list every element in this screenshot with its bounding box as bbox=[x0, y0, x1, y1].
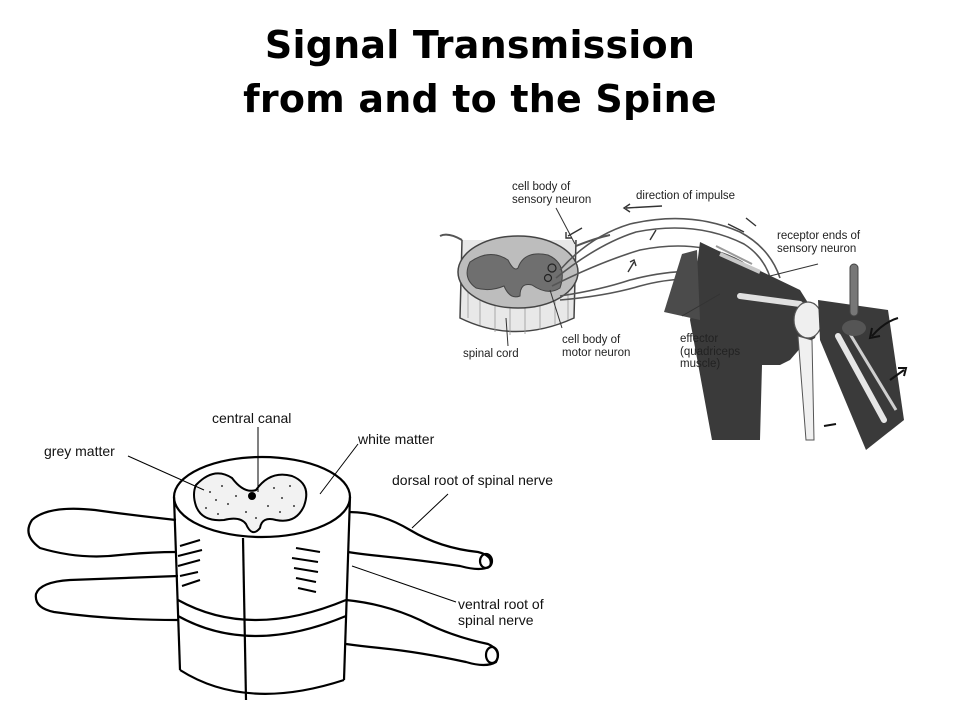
label-cell-body-motor: cell body of motor neuron bbox=[562, 334, 630, 359]
label-spinal-cord: spinal cord bbox=[463, 348, 519, 360]
root-hatching bbox=[177, 539, 321, 593]
label-cell-body-motor-line2: motor neuron bbox=[562, 346, 631, 359]
label-dorsal-root: dorsal root of spinal nerve bbox=[392, 472, 554, 488]
slide-title: Signal Transmission from and to the Spin… bbox=[0, 18, 960, 126]
label-receptor-ends: receptor ends of sensory neuron bbox=[777, 230, 860, 255]
label-effector: effector (quadriceps muscle) bbox=[680, 333, 740, 371]
label-ventral-root: ventral root of spinal nerve bbox=[458, 596, 544, 628]
label-direction-of-impulse: direction of impulse bbox=[636, 190, 736, 202]
label-cell-body-sensory-line1: cell body of bbox=[512, 181, 571, 193]
spinal-label-lines bbox=[127, 427, 457, 603]
reflex-label-lines bbox=[505, 207, 819, 347]
label-effector-line1: effector bbox=[680, 333, 719, 345]
label-cell-body-sensory: cell body of sensory neuron bbox=[512, 181, 591, 206]
grey-matter bbox=[193, 472, 308, 534]
label-cell-body-sensory-line2: sensory neuron bbox=[512, 193, 592, 206]
label-ventral-root-line2: spinal nerve bbox=[458, 612, 534, 628]
label-white-matter: white matter bbox=[358, 431, 435, 447]
title-line-1: Signal Transmission bbox=[264, 23, 696, 67]
title-line-2: from and to the Spine bbox=[243, 77, 717, 121]
grey-matter-speckle bbox=[205, 485, 295, 519]
label-effector-line2: (quadriceps bbox=[680, 345, 741, 358]
label-central-canal: central canal bbox=[212, 410, 292, 426]
label-ventral-root-line1: ventral root of bbox=[458, 596, 544, 612]
leg-illustration bbox=[664, 242, 908, 450]
label-cell-body-motor-line1: cell body of bbox=[562, 334, 621, 346]
label-receptor-ends-line1: receptor ends of bbox=[777, 230, 861, 242]
spinal-cord-cross-section bbox=[439, 233, 611, 335]
label-grey-matter: grey matter bbox=[44, 443, 115, 459]
label-effector-line3: muscle) bbox=[680, 358, 721, 370]
label-receptor-ends-line2: sensory neuron bbox=[777, 242, 857, 255]
